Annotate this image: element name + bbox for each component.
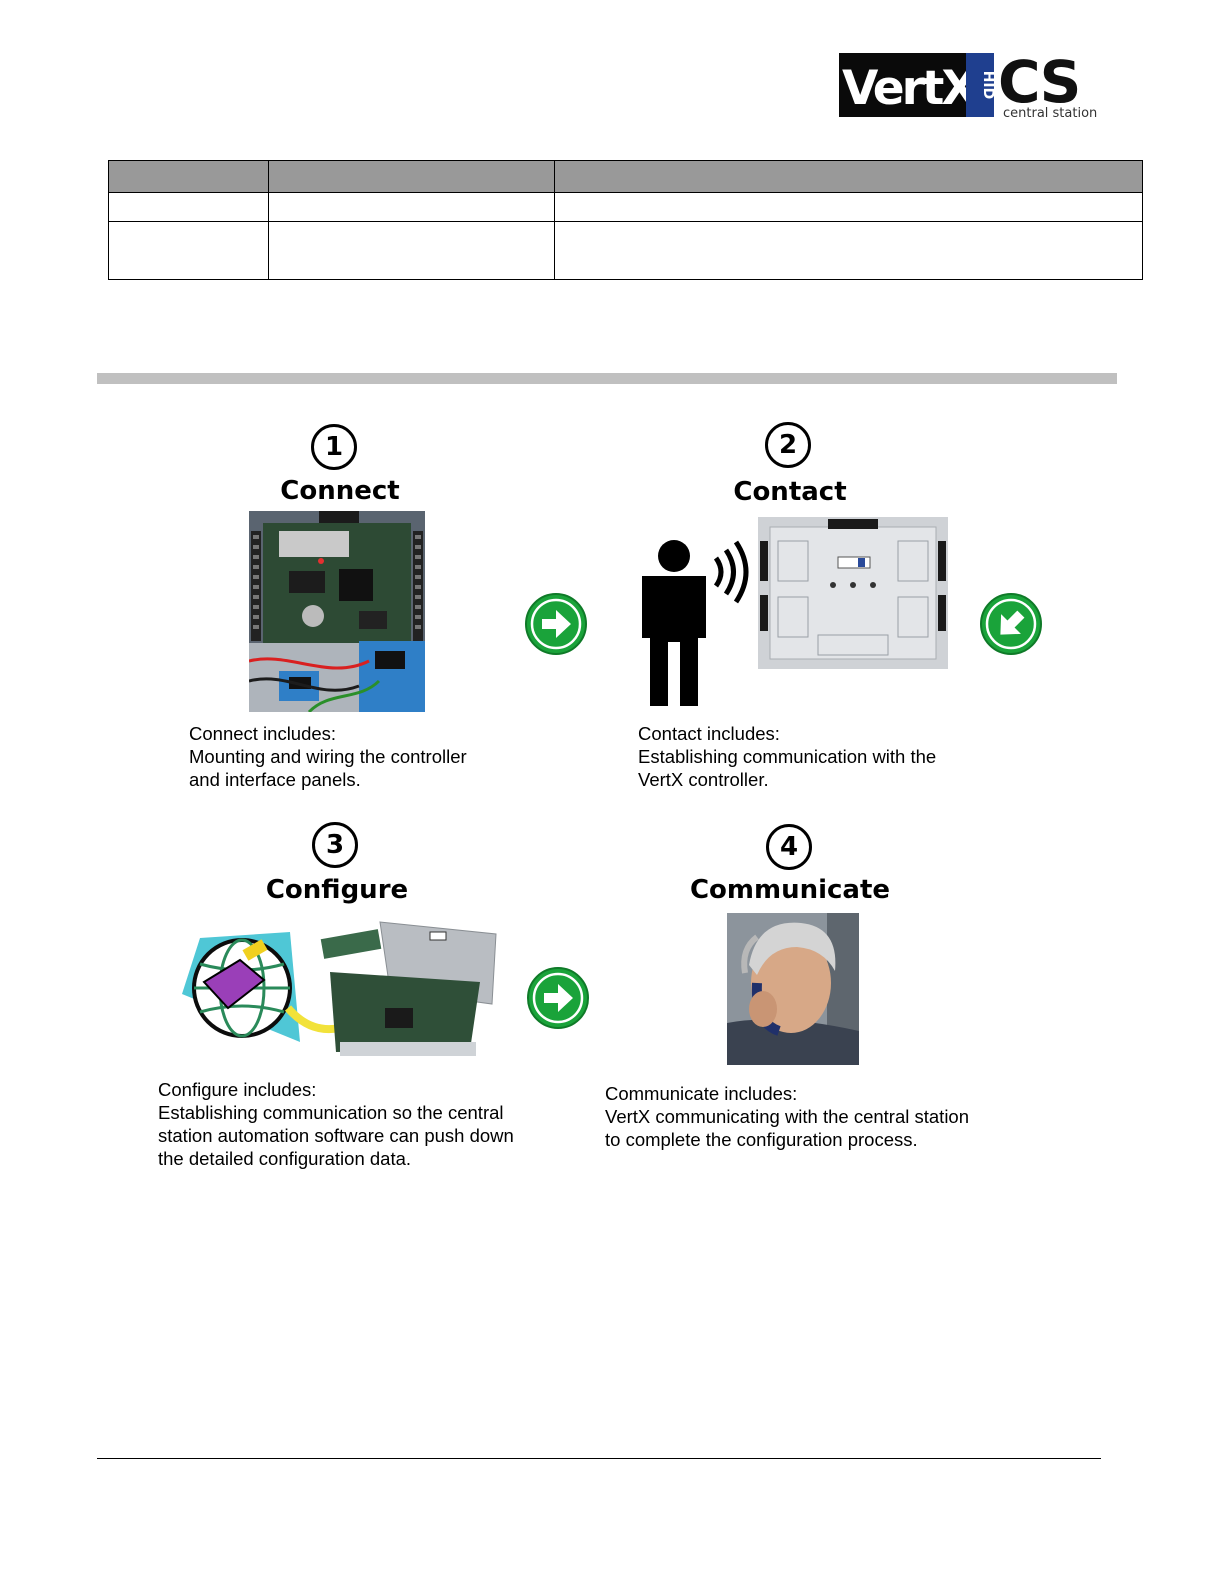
table-header-row (108, 160, 1143, 193)
table-cell (554, 192, 1143, 222)
step-4-desc-line: Communicate includes: (605, 1083, 798, 1104)
logo-product-text: CS (998, 48, 1079, 116)
arrow-down-left-icon (979, 592, 1043, 656)
step-3-title: Configure (265, 875, 409, 905)
step-4-description: Communicate includes: VertX communicatin… (605, 1082, 969, 1151)
network-configuration-illustration (180, 912, 500, 1058)
step-1-title: Connect (280, 476, 400, 506)
arrow-right-icon (526, 966, 590, 1030)
logo-brand-text: VertX (842, 61, 977, 116)
step-2-desc-line: Contact includes: (638, 723, 780, 744)
step-3-number: 3 (312, 822, 358, 868)
table-cell (108, 221, 269, 280)
vertx-controller-panel-photo (758, 517, 948, 669)
step-4-title: Communicate (689, 875, 891, 905)
table-cell (268, 221, 555, 280)
table-row (108, 221, 1143, 280)
table-cell (108, 192, 269, 222)
footer-divider (97, 1458, 1101, 1459)
step-1-desc-line: Connect includes: (189, 723, 337, 744)
table-header-cell (554, 160, 1143, 193)
table-header-cell (108, 160, 269, 193)
step-1-desc-line: Mounting and wiring the controller (189, 746, 467, 767)
table-header-cell (268, 160, 555, 193)
step-3-desc-line: Configure includes: (158, 1079, 317, 1100)
step-2-desc-line: Establishing communication with the (638, 746, 937, 767)
step-3-desc-line: station automation software can push dow… (158, 1125, 514, 1146)
arrow-right-icon (524, 592, 588, 656)
table-cell (268, 192, 555, 222)
section-divider (97, 373, 1117, 384)
logo-tagline-text: central station (1003, 106, 1097, 121)
document-table (108, 160, 1143, 280)
logo-maker-text: HID (980, 71, 996, 100)
step-4-number: 4 (766, 824, 812, 870)
step-1-number: 1 (311, 424, 357, 470)
step-4-desc-line: VertX communicating with the central sta… (605, 1106, 970, 1127)
step-1-desc-line: and interface panels. (189, 769, 361, 790)
controller-board-photo (248, 511, 425, 714)
operator-on-phone-photo (727, 913, 859, 1065)
step-2-description: Contact includes: Establishing communica… (638, 722, 936, 791)
step-3-description: Configure includes: Establishing communi… (158, 1078, 514, 1170)
vertx-cs-logo: VertX HID CS central station (838, 48, 1100, 122)
person-calling-icon (636, 538, 756, 708)
step-3-desc-line: Establishing communication so the centra… (158, 1102, 504, 1123)
step-2-number: 2 (765, 422, 811, 468)
step-2-desc-line: VertX controller. (638, 769, 769, 790)
step-2-title: Contact (733, 477, 847, 507)
step-1-description: Connect includes: Mounting and wiring th… (189, 722, 467, 791)
table-row (108, 192, 1143, 222)
step-4-desc-line: to complete the configuration process. (605, 1129, 918, 1150)
step-3-desc-line: the detailed configuration data. (158, 1148, 412, 1169)
table-cell (554, 221, 1143, 280)
